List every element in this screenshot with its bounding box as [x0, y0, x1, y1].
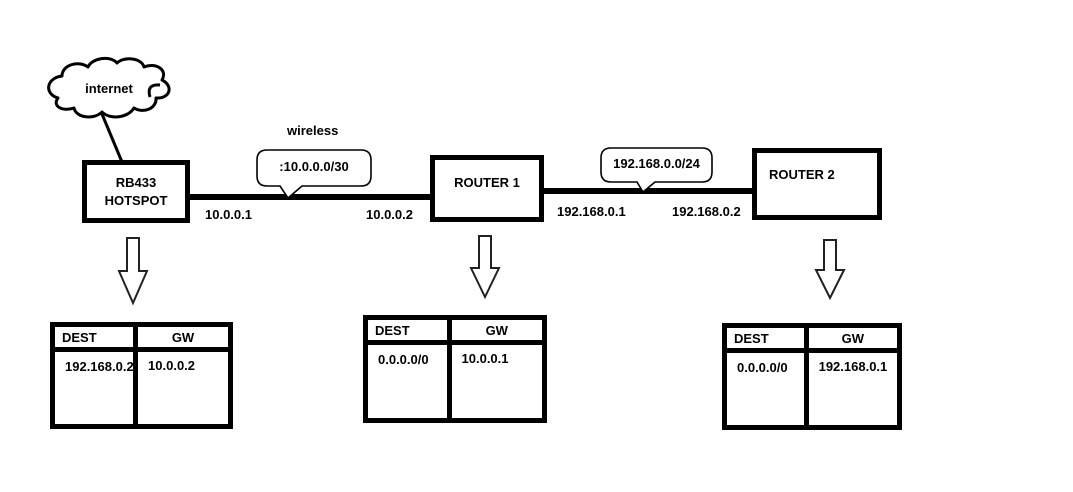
- table-header-row: DEST GW: [55, 327, 228, 352]
- table-cell-gw: 10.0.0.1: [461, 351, 509, 366]
- routing-table-router1: DEST GW 0.0.0.0/0 10.0.0.1: [363, 315, 547, 423]
- table-header-row: DEST GW: [727, 328, 897, 353]
- wireless-subnet-callout-bubble: [256, 149, 372, 200]
- internet-cloud-curl: [147, 83, 161, 98]
- table-header-dest: DEST: [55, 327, 139, 347]
- lan-subnet-callout-bubble: [600, 147, 713, 194]
- table-header-dest: DEST: [368, 320, 452, 340]
- table-header-gw: GW: [485, 323, 508, 338]
- down-arrow-router1-icon: [469, 235, 501, 300]
- table-header-dest: DEST: [727, 328, 809, 348]
- table-cell-gw: 10.0.0.2: [148, 358, 196, 373]
- interface-label-hotspot-wlan: 10.0.0.1: [205, 207, 252, 222]
- node-router2: ROUTER 2: [752, 148, 882, 220]
- table-row: 0.0.0.0/0 192.168.0.1: [727, 353, 897, 425]
- cloud-connector-line: [100, 113, 124, 163]
- table-header-row: DEST GW: [368, 320, 542, 345]
- hotspot-label-line1: RB433: [115, 174, 157, 190]
- table-cell-gw: 192.168.0.1: [818, 359, 888, 374]
- table-cell-dest: 0.0.0.0/0: [727, 353, 809, 425]
- table-cell-dest: 192.168.0.2: [55, 352, 139, 424]
- table-row: 0.0.0.0/0 10.0.0.1: [368, 345, 542, 418]
- table-cell-dest: 0.0.0.0/0: [368, 345, 452, 418]
- hotspot-label-line2: HOTSPOT: [104, 192, 168, 208]
- wireless-subnet-callout-text: :10.0.0.0/30: [279, 159, 349, 174]
- node-router1: ROUTER 1: [430, 155, 544, 222]
- table-header-gw: GW: [171, 330, 195, 345]
- internet-cloud-label: internet: [85, 81, 133, 96]
- lan-subnet-callout-text: 192.168.0.0/24: [613, 156, 700, 171]
- router2-label: ROUTER 2: [769, 167, 835, 182]
- table-header-gw: GW: [841, 331, 864, 346]
- down-arrow-hotspot-icon: [117, 237, 149, 306]
- router1-label: ROUTER 1: [454, 175, 520, 190]
- routing-table-router2: DEST GW 0.0.0.0/0 192.168.0.1: [722, 323, 902, 430]
- interface-label-router2-lan: 192.168.0.2: [672, 204, 741, 219]
- node-rb433-hotspot: RB433 HOTSPOT: [82, 160, 190, 223]
- interface-label-router1-lan: 192.168.0.1: [557, 204, 626, 219]
- wireless-link-label: wireless: [287, 123, 339, 138]
- interface-label-router1-wlan: 10.0.0.2: [366, 207, 413, 222]
- down-arrow-router2-icon: [814, 239, 846, 301]
- routing-table-hotspot: DEST GW 192.168.0.2 10.0.0.2: [50, 322, 233, 429]
- table-row: 192.168.0.2 10.0.0.2: [55, 352, 228, 424]
- internet-cloud: [47, 56, 171, 119]
